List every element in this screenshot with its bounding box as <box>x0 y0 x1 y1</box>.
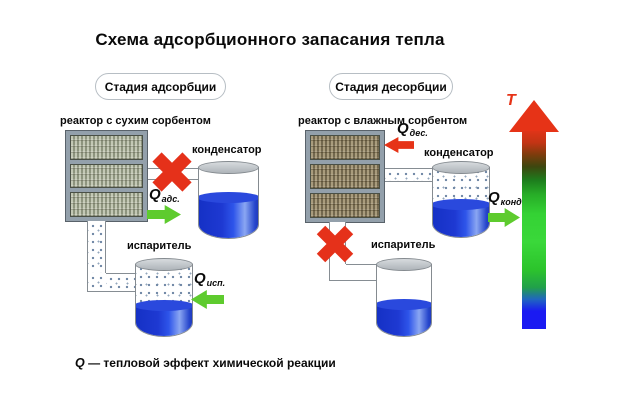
pipe-vapor-horizontal <box>106 273 137 292</box>
sorbent-layer <box>70 135 143 160</box>
sorbent-layer <box>70 192 143 218</box>
pipe-reactor-to-condenser-vapor <box>385 168 433 182</box>
heat-out-arrow-condensation <box>488 208 520 227</box>
liquid-water <box>199 192 258 238</box>
evaporator-left <box>135 258 193 337</box>
q-adsorption-label: Qадс. <box>149 186 180 204</box>
evaporator-right <box>376 258 432 337</box>
reactor-wet-sorbent <box>305 130 385 223</box>
liquid-water <box>136 300 192 336</box>
reactor-dry-sorbent <box>65 130 148 222</box>
condenser-right <box>432 161 490 238</box>
blocked-valve-icon <box>316 225 354 263</box>
condenser-left <box>198 161 259 239</box>
label-condenser-right: конденсатор <box>424 147 494 159</box>
sorbent-layer <box>310 193 380 218</box>
label-condenser-left: конденсатор <box>192 144 262 156</box>
q-desorption-label: Qдес. <box>397 120 428 138</box>
heat-in-arrow-evaporation <box>191 290 224 309</box>
label-evaporator-left: испаритель <box>127 240 192 252</box>
cylinder-lid <box>432 161 490 174</box>
blocked-valve-icon <box>152 152 192 192</box>
sorbent-layer <box>70 163 143 189</box>
q-evaporation-label: Qисп. <box>194 270 226 288</box>
label-reactor-dry: реактор с сухим сорбентом <box>60 115 211 127</box>
heat-out-arrow-adsorption <box>147 205 181 224</box>
pipe-blocked-corner <box>329 264 346 281</box>
evaporator-body <box>376 264 432 337</box>
temperature-axis-label: T <box>506 92 516 109</box>
figure-caption: Q — тепловой эффект химической реакции <box>75 356 336 370</box>
condenser-body <box>198 167 259 239</box>
condenser-body <box>432 167 490 238</box>
liquid-water <box>377 299 431 336</box>
cylinder-lid <box>376 258 432 271</box>
pipe-vapor-corner <box>87 273 106 292</box>
cylinder-lid <box>198 161 259 174</box>
label-evaporator-right: испаритель <box>371 239 436 251</box>
pipe-blocked-horizontal <box>346 264 377 281</box>
stage-badge-adsorption: Стадия адсорбции <box>95 73 226 100</box>
temperature-arrowhead-icon <box>509 100 559 132</box>
sorbent-layer <box>310 164 380 189</box>
evaporator-body <box>135 264 193 337</box>
pipe-vapor-vertical <box>87 221 106 273</box>
label-reactor-wet: реактор с влажным сорбентом <box>298 115 468 127</box>
temperature-gradient-bar <box>522 131 546 329</box>
liquid-water <box>433 199 489 237</box>
q-condensation-label: Qконд. <box>488 189 525 207</box>
sorbent-layer <box>310 135 380 160</box>
page-title: Схема адсорбционного запасания тепла <box>95 30 445 49</box>
stage-badge-desorption: Стадия десорбции <box>329 73 453 100</box>
cylinder-lid <box>135 258 193 271</box>
heat-in-arrow-desorption <box>384 137 414 153</box>
